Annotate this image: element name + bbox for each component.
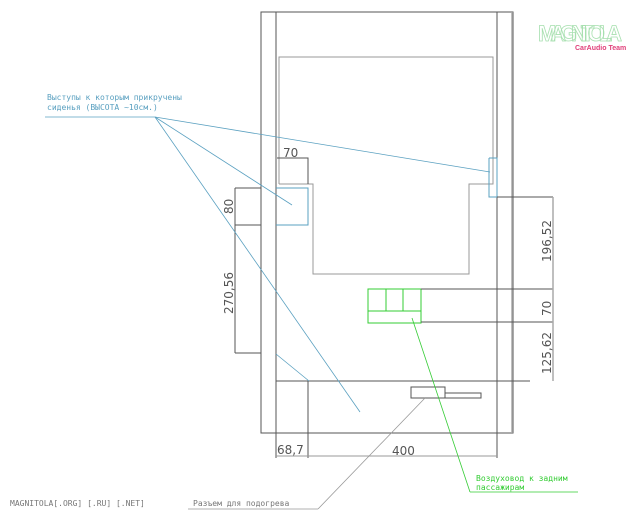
site-credit: MAGNITOLA[.ORG] [.RU] [.NET]	[10, 499, 145, 508]
magnitola-logo: MAGNITOLA CarAudio Team	[538, 21, 627, 52]
dim-bracket-width: 70	[283, 146, 298, 160]
dim-duct-height: 70	[540, 301, 554, 316]
seat-outline	[278, 56, 494, 275]
duct-leader	[411, 317, 578, 493]
dim-right-lower: 125,62	[540, 332, 554, 374]
svg-text:MAGNITOLA: MAGNITOLA	[538, 21, 622, 46]
mounts-note: Выступы к которым прикручены сиденья (ВЫ…	[47, 93, 187, 112]
dim-right-upper: 196,52	[540, 220, 554, 262]
heater-note: Разъем для подогрева	[193, 499, 290, 508]
dim-left-offset: 68,7	[277, 443, 304, 457]
air-duct	[367, 288, 422, 324]
duct-note: Воздуховод к задним пассажирам	[476, 474, 572, 492]
dim-width: 400	[392, 444, 415, 458]
mount-leaders	[45, 116, 491, 413]
svg-text:CarAudio Team: CarAudio Team	[575, 45, 626, 52]
dim-bracket-height: 80	[222, 199, 236, 214]
dimension-lines	[234, 157, 554, 457]
body-outline	[260, 11, 530, 458]
heater-leader	[188, 397, 426, 510]
dim-left-height: 270,56	[222, 272, 236, 314]
heater-connector	[410, 386, 482, 399]
